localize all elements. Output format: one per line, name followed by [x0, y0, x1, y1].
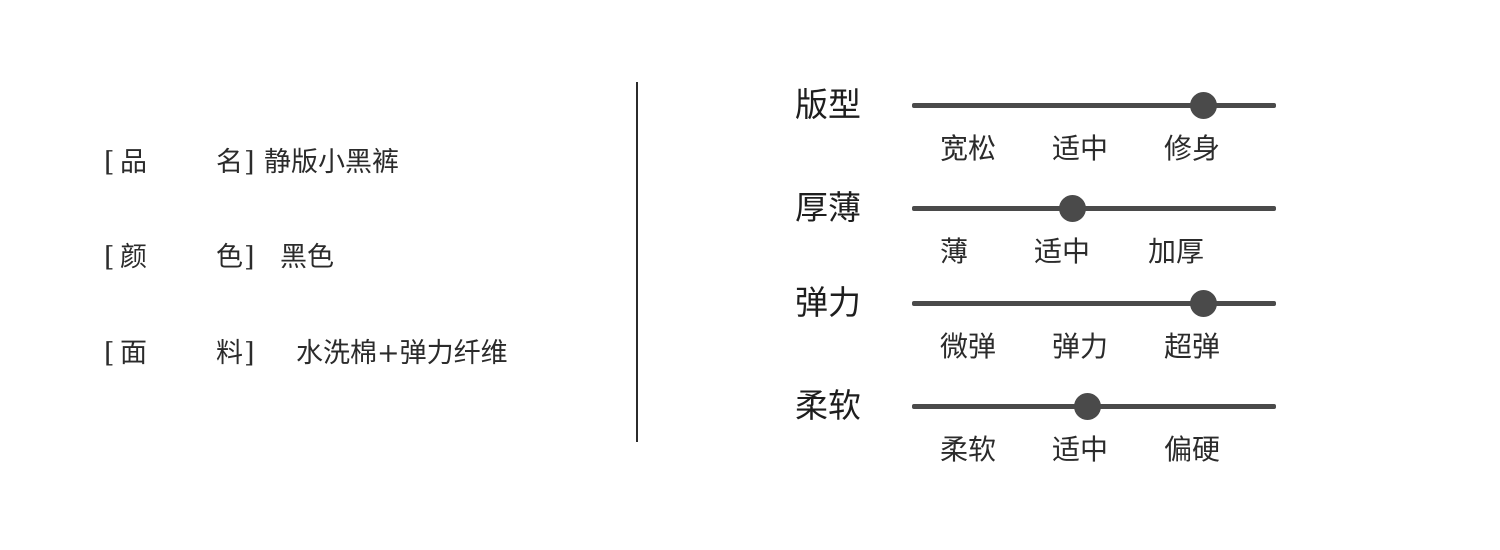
- rating-option: 柔软: [940, 433, 997, 466]
- rating-fit: 版型 宽松 适中 修身: [0, 83, 1500, 173]
- spec-bracket-open: [: [104, 147, 115, 178]
- spec-value-name: 静版小黑裤: [264, 147, 399, 178]
- rating-knob: [1190, 290, 1218, 317]
- spec-bracket-open: [: [104, 242, 115, 273]
- rating-thickness: 厚薄 薄 适中 加厚: [0, 186, 1500, 276]
- spec-bracket-close: ]: [244, 338, 255, 369]
- rating-elasticity: 弹力 微弹 弹力 超弹: [0, 281, 1500, 371]
- spec-key-part-1: 面: [120, 338, 147, 369]
- rating-option: 弹力: [1052, 330, 1109, 363]
- rating-title: 柔软: [795, 386, 861, 425]
- rating-option: 薄: [940, 235, 969, 268]
- product-spec-list: [ 品 名 ] 静版小黑裤 [ 颜 色 ] 黑色 [ 面 料 ] 水洗棉+弹力纤…: [104, 0, 624, 550]
- rating-track: [912, 290, 1276, 317]
- rating-option: 适中: [1052, 132, 1109, 165]
- rating-option: 加厚: [1148, 235, 1205, 268]
- rating-title: 厚薄: [795, 188, 861, 227]
- spec-key-part-2: 料: [216, 338, 243, 369]
- spec-value-fabric: 水洗棉+弹力纤维: [296, 338, 508, 369]
- rating-option: 超弹: [1164, 330, 1221, 363]
- rating-option: 偏硬: [1164, 433, 1221, 466]
- rating-track: [912, 92, 1276, 119]
- rating-option: 修身: [1164, 132, 1221, 165]
- spec-bracket-close: ]: [244, 242, 255, 273]
- spec-value-color: 黑色: [280, 242, 334, 273]
- spec-key-part-2: 色: [216, 242, 243, 273]
- rating-knob: [1190, 92, 1218, 119]
- spec-key-part-1: 品: [120, 147, 147, 178]
- rating-track: [912, 393, 1276, 420]
- rating-option: 微弹: [940, 330, 997, 363]
- rating-knob: [1059, 195, 1087, 222]
- rating-track: [912, 195, 1276, 222]
- vertical-divider: [636, 82, 638, 442]
- spec-key-part-2: 名: [216, 147, 243, 178]
- rating-softness: 柔软 柔软 适中 偏硬: [0, 384, 1500, 474]
- rating-title: 版型: [795, 85, 861, 124]
- rating-option: 宽松: [940, 132, 997, 165]
- spec-bracket-open: [: [104, 338, 115, 369]
- spec-key-part-1: 颜: [120, 242, 147, 273]
- rating-knob: [1073, 393, 1101, 420]
- spec-bracket-close: ]: [244, 147, 255, 178]
- rating-option: 适中: [1052, 433, 1109, 466]
- rating-title: 弹力: [795, 283, 861, 322]
- rating-option: 适中: [1034, 235, 1091, 268]
